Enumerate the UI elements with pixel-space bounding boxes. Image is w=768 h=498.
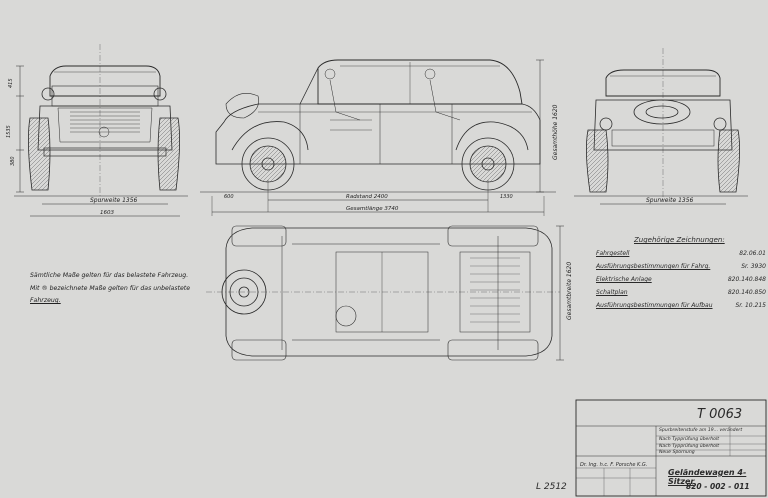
revision-3: Nach Typprüfung überholt xyxy=(659,444,720,449)
revision-1: Spurbreitenstufe am 19... verändert xyxy=(659,428,743,433)
front-track-label: Spurweite 1356 xyxy=(90,197,138,204)
overall-width-label: Gesamtbreite 1620 xyxy=(566,262,573,320)
front-dim-3: 380 xyxy=(10,156,16,166)
revision-2: Nach Typprüfung überholt xyxy=(659,437,720,442)
revision-4: Neue Spornung xyxy=(659,450,695,455)
side-dim-1: 600 xyxy=(224,194,234,200)
overall-length-label: Gesamtlänge 3740 xyxy=(346,206,399,212)
sheet-reference: L 2512 xyxy=(536,482,567,492)
drawing-title: Geländewagen 4-Sitzer xyxy=(668,468,747,486)
front-dim-2: 1535 xyxy=(6,125,12,138)
rear-view xyxy=(574,48,748,205)
side-dim-2: 1330 xyxy=(500,194,513,200)
wheelbase-label: Radstand 2400 xyxy=(346,194,388,200)
firm-name: Dr. Ing. h.c. F. Porsche K.G. xyxy=(580,462,648,468)
drawing-number: T 0063 xyxy=(697,407,743,422)
overall-height-label: Gesamthöhe 1620 xyxy=(552,104,559,160)
drawing-code: 820 - 002 - 011 xyxy=(686,482,750,491)
front-width-label: 1603 xyxy=(100,210,114,216)
title-block xyxy=(575,399,767,497)
note-line-1: Sämtliche Maße gelten für das belastete … xyxy=(30,272,189,279)
note-line-3: Fahrzeug. xyxy=(30,297,61,304)
front-view xyxy=(14,44,188,217)
front-dim-1: 415 xyxy=(8,78,14,88)
list-item: Ausführungsbestimmungen für Fahrg.Sr. 39… xyxy=(596,263,766,270)
rear-track-label: Spurweite 1356 xyxy=(646,197,694,204)
side-view xyxy=(200,59,556,216)
top-view xyxy=(206,225,564,361)
note-line-2: Mit ® bezeichnete Maße gelten für das un… xyxy=(30,285,191,292)
related-drawings-title: Zugehörige Zeichnungen: xyxy=(634,236,725,244)
